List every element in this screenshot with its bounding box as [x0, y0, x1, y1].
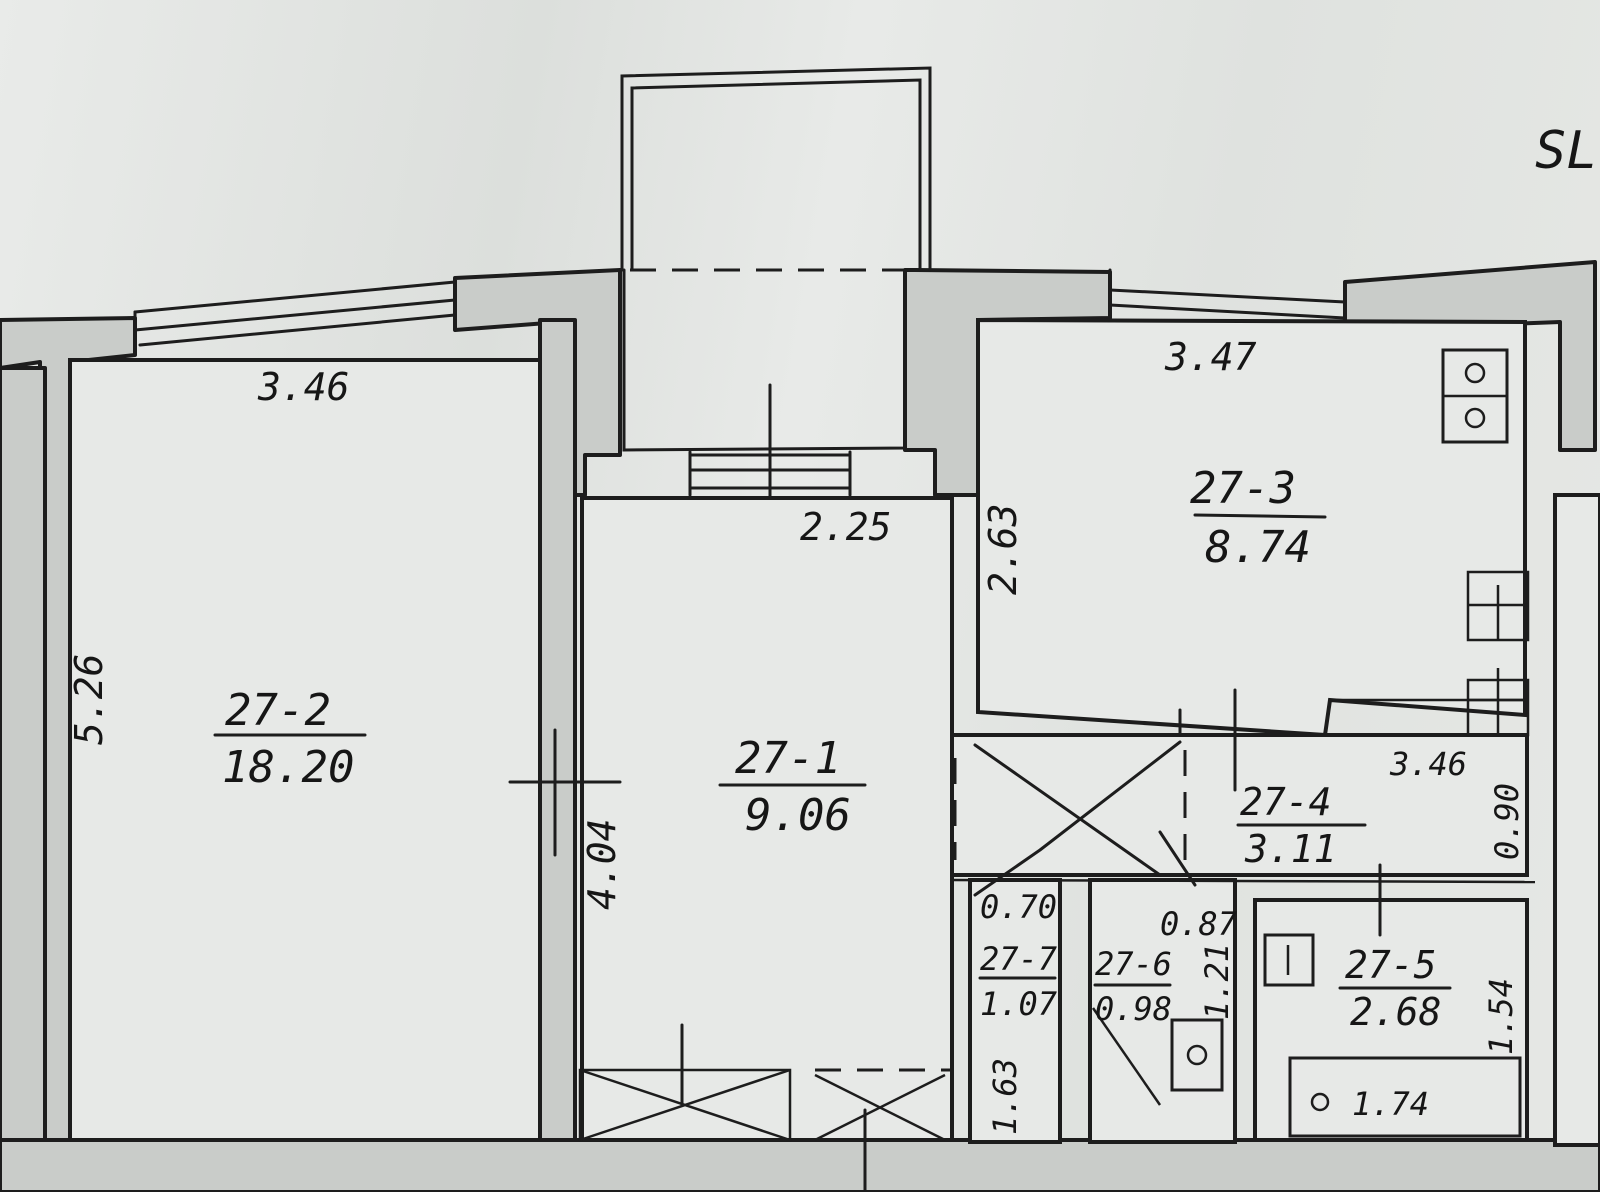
balcony: [620, 66, 932, 562]
toilet-icon: [1091, 1007, 1224, 1106]
room-label-27-5: 27-5 2.68: [1338, 943, 1452, 1034]
room-id-27-2: 27-2: [225, 685, 331, 736]
dim-r3-width: 3.47: [1164, 335, 1257, 379]
room-area-27-7: 1.07: [980, 985, 1057, 1023]
room-area-27-2: 18.20: [222, 742, 354, 793]
dim-r1-height: 4.04: [580, 818, 624, 910]
dim-r1-width: 2.25: [800, 505, 892, 549]
room-id-27-1: 27-1: [735, 733, 841, 784]
room-label-27-7: 27-7 1.07: [978, 940, 1057, 1023]
room-27-1: [580, 496, 954, 1142]
sink-icon: [1263, 933, 1315, 987]
partitions: [508, 688, 1536, 1140]
bottom-wall: [0, 1138, 1600, 1192]
room-label-27-6: 27-6 0.98: [1093, 945, 1172, 1028]
room-27-5: [1253, 898, 1529, 1142]
room-id-27-5: 27-5: [1345, 943, 1437, 987]
left-wall: [0, 366, 47, 1150]
dim-r5-height: 1.54: [1482, 978, 1520, 1055]
dim-r6-width: 0.87: [1160, 905, 1237, 943]
stove-icon: [1441, 348, 1509, 444]
room-area-27-4: 3.11: [1244, 827, 1337, 871]
dim-r7-height: 1.63: [986, 1058, 1024, 1135]
room-right-partial: [1553, 493, 1600, 1147]
room-area-27-1: 9.06: [745, 790, 851, 841]
dim-r6-height: 1.21: [1198, 943, 1236, 1020]
corner-text: SL: [1535, 121, 1598, 181]
wall-r1-r2: [538, 318, 577, 1152]
dim-r4-width: 3.46: [1389, 745, 1467, 783]
room-id-27-6: 27-6: [1095, 945, 1172, 983]
room-27-4: [950, 733, 1529, 877]
window-r2: [133, 278, 457, 352]
room-label-27-1: 27-1 9.06: [718, 733, 867, 841]
dim-r7-width: 0.70: [980, 888, 1057, 926]
room-label-27-3: 27-3 8.74: [1190, 463, 1327, 573]
kitchen-counter-icon: [1466, 570, 1530, 737]
room-label-27-2: 27-2 18.20: [213, 685, 367, 793]
dim-r2-height: 5.26: [67, 653, 111, 745]
room-area-27-3: 8.74: [1205, 522, 1311, 573]
dim-r2-width: 3.46: [257, 365, 350, 409]
room-id-27-7: 27-7: [980, 940, 1057, 978]
bathtub-icon: [1288, 1056, 1522, 1138]
room-id-27-3: 27-3: [1190, 463, 1296, 514]
room-id-27-4: 27-4: [1240, 780, 1332, 824]
door-swings: [953, 740, 1197, 897]
dim-r3-height: 2.63: [981, 503, 1025, 595]
room-27-2: [68, 358, 542, 1142]
dim-r4-height: 0.90: [1488, 783, 1526, 860]
dim-r5-width: 1.74: [1352, 1085, 1429, 1123]
built-in-cabinets: [578, 1023, 950, 1192]
room-label-27-4: 27-4 3.11: [1236, 780, 1367, 871]
room-area-27-5: 2.68: [1350, 990, 1442, 1034]
room-area-27-6: 0.98: [1095, 990, 1172, 1028]
